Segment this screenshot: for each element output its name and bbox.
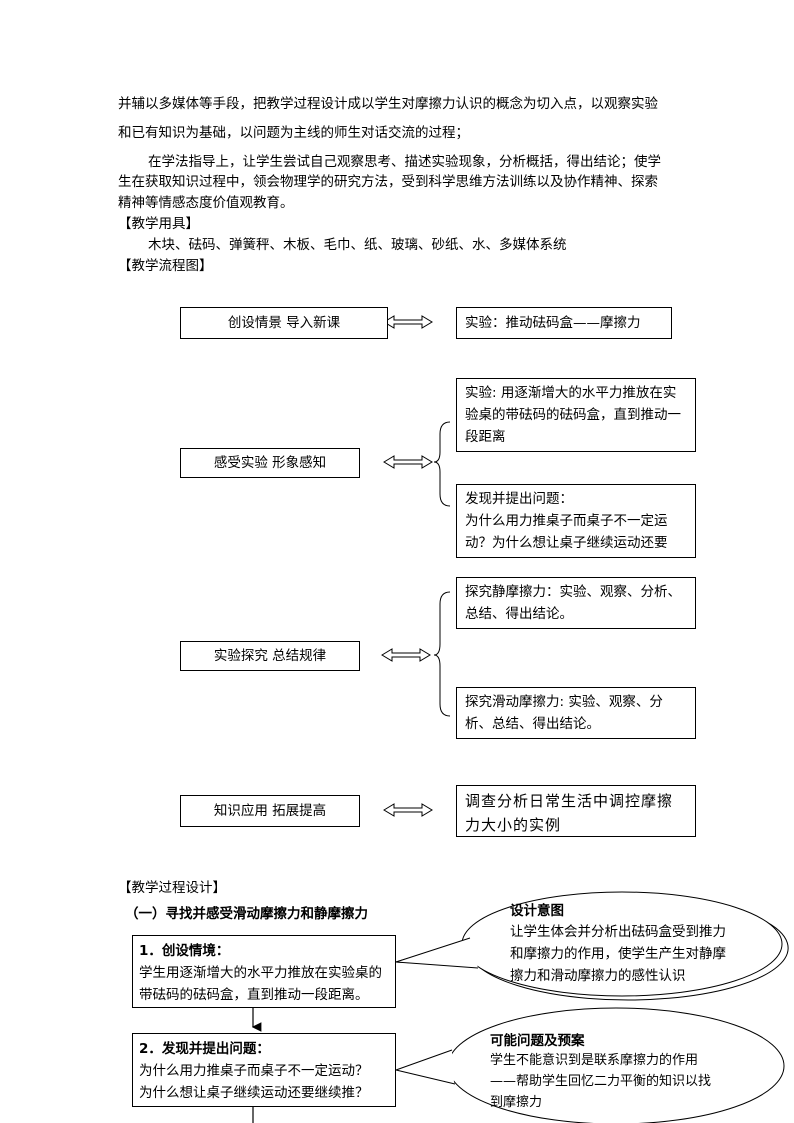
double-arrow-1: [383, 315, 433, 329]
double-arrow-3: [381, 648, 431, 662]
flow-exp-2a-box: 实验: 用逐渐增大的水平力推放在实验桌的带砝码的砝码盒，直到推动一段距离: [456, 378, 696, 452]
step-2-body-1: 为什么用力推桌子而桌子不一定运动？: [139, 1063, 369, 1079]
intro-line-2: 和已有知识为基础，以问题为主线的师生对话交流的过程；: [118, 125, 469, 141]
step-1-title: 1．创设情境：: [139, 943, 230, 959]
flow-exp-1-box: 实验：推动砝码盒——摩擦力: [456, 307, 672, 339]
tools-heading: 【教学用具】: [118, 216, 199, 232]
intro-line-1: 并辅以多媒体等手段，把教学过程设计成以学生对摩擦力认识的概念为切入点，以观察实验: [118, 96, 658, 112]
step-2-box: 2．发现并提出问题： 为什么用力推桌子而桌子不一定运动？ 为什么想让桌子继续运动…: [132, 1033, 396, 1107]
flow-stage-2-label: 感受实验 形象感知: [213, 455, 327, 471]
process-heading: 【教学过程设计】: [118, 880, 226, 896]
flow-stage-2-box: 感受实验 形象感知: [180, 448, 360, 478]
flow-exp-3b-label: 探究滑动摩擦力: 实验、观察、分析、总结、得出结论。: [465, 694, 663, 732]
tools-items: 木块、砝码、弹簧秤、木板、毛巾、纸、玻璃、砂纸、水、多媒体系统: [148, 237, 567, 253]
flow-exp-3a-box: 探究静摩擦力：实验、观察、分析、总结、得出结论。: [456, 577, 696, 629]
step-2-title: 2．发现并提出问题：: [139, 1041, 270, 1057]
flow-stage-3-box: 实验探究 总结规律: [180, 641, 360, 671]
method-line-3: 精神等情感态度价值观教育。: [118, 195, 294, 211]
flow-stage-1-box: 创设情景 导入新课: [180, 307, 388, 339]
flow-exp-2b-box: 发现并提出问题： 为什么用力推桌子而桌子不一定运动？为什么想让桌子继续运动还要: [456, 484, 696, 558]
double-arrow-4: [383, 803, 433, 817]
flow-stage-4-label: 知识应用 拓展提高: [213, 803, 327, 819]
flow-exp-2b-title: 发现并提出问题：: [465, 491, 573, 507]
brace-2: [433, 591, 451, 717]
bubble-1-body: 让学生体会并分析出砝码盒受到推力和摩擦力的作用，使学生产生对静摩擦力和滑动摩擦力…: [510, 924, 726, 984]
flow-stage-1-label: 创设情景 导入新课: [227, 315, 341, 331]
method-line-1: 在学法指导上，让学生尝试自己观察思考、描述实验现象，分析概括，得出结论；使学: [148, 154, 661, 170]
bubble-2-body: 学生不能意识到是联系摩擦力的作用——帮助学生回忆二力平衡的知识以找到摩擦力: [490, 1053, 712, 1110]
step-2-body-2: 为什么想让桌子继续运动还要继续推？: [139, 1085, 369, 1101]
method-line-2: 生在获取知识过程中，领会物理学的研究方法，受到科学思维方法训练以及协作精神、探索: [118, 174, 658, 190]
bubble-1-title: 设计意图: [510, 903, 564, 919]
flow-exp-1-label: 实验：推动砝码盒——摩擦力: [465, 315, 641, 331]
flow-exp-4-box: 调查分析日常生活中调控摩擦力大小的实例: [456, 785, 696, 837]
flow-exp-2a-label: 实验: 用逐渐增大的水平力推放在实验桌的带砝码的砝码盒，直到推动一段距离: [465, 385, 681, 445]
process-section-1: （一）寻找并感受滑动摩擦力和静摩擦力: [125, 906, 368, 922]
flow-stage-3-label: 实验探究 总结规律: [213, 648, 327, 664]
step-1-body: 学生用逐渐增大的水平力推放在实验桌的带砝码的砝码盒，直到推动一段距离。: [139, 965, 382, 1003]
bubble-2-title: 可能问题及预案: [490, 1033, 585, 1049]
double-arrow-2: [383, 455, 433, 469]
flow-exp-2b-body: 为什么用力推桌子而桌子不一定运动？为什么想让桌子继续运动还要: [465, 513, 668, 551]
flow-heading: 【教学流程图】: [118, 258, 213, 274]
brace-1: [433, 421, 451, 507]
flow-stage-4-box: 知识应用 拓展提高: [180, 795, 360, 827]
step-1-box: 1．创设情境： 学生用逐渐增大的水平力推放在实验桌的带砝码的砝码盒，直到推动一段…: [132, 935, 396, 1008]
flow-exp-3a-label: 探究静摩擦力：实验、观察、分析、总结、得出结论。: [465, 584, 681, 622]
flow-exp-3b-box: 探究滑动摩擦力: 实验、观察、分析、总结、得出结论。: [456, 687, 696, 739]
flow-exp-4-label: 调查分析日常生活中调控摩擦力大小的实例: [465, 792, 674, 834]
